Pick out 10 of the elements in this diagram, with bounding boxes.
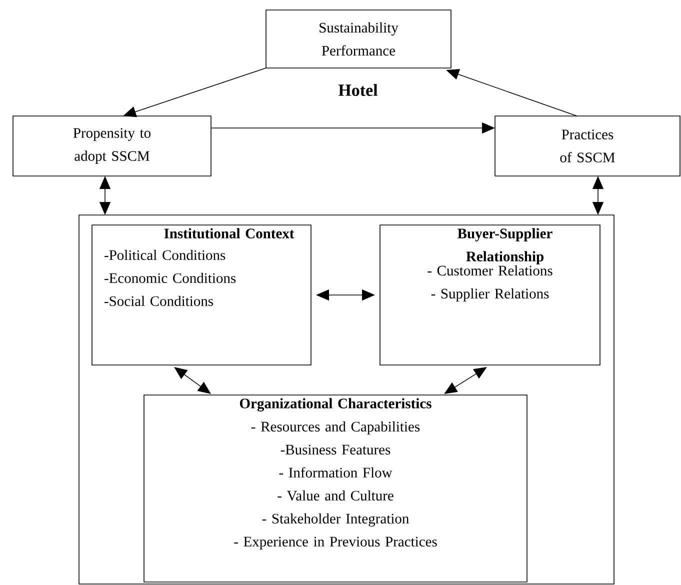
- outer-frame-box: [78, 214, 614, 584]
- group-label: Hotel: [338, 84, 378, 96]
- process-box: Institutional Context -Political Conditions -Economic Conditions -Social Conditions: [92, 224, 312, 366]
- process-box: Sustainability Performance: [266, 10, 452, 68]
- process-box: Practices of SSCM: [494, 116, 680, 176]
- process-box: Organizational Characteristics - Resources and Capabilities -Business Features - Information Flow - Value and Culture - Stakeholder Integration - Experience in Previous Practices: [144, 394, 528, 582]
- process-box: Buyer-Supplier Relationship - Customer Relations - Supplier Relations: [380, 224, 600, 366]
- arrow: [444, 367, 487, 394]
- arrow: [174, 367, 211, 394]
- process-box: Propensity to adopt SSCM: [12, 116, 212, 176]
